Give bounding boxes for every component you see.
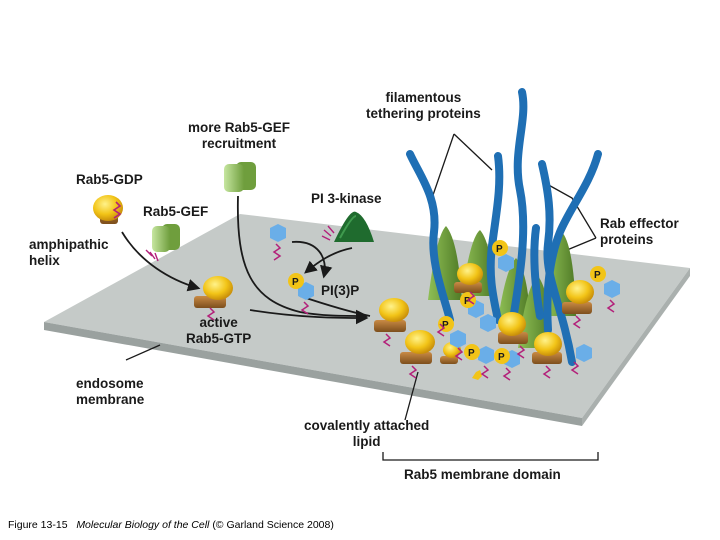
rab5-gdp xyxy=(93,195,123,224)
filament xyxy=(538,160,576,366)
label-amphipathic-helix: amphipathic helix xyxy=(29,237,109,268)
phosphate-label: P xyxy=(468,348,475,359)
phosphate-label: P xyxy=(498,352,505,363)
recruited-rab5-gef xyxy=(224,162,256,192)
label-rab5-gdp: Rab5-GDP xyxy=(76,172,143,187)
filament xyxy=(530,224,544,320)
effector-cone xyxy=(518,276,552,348)
phosphate-label: P xyxy=(464,296,471,307)
active-rab5-gtp xyxy=(194,276,233,321)
caption-title: Molecular Biology of the Cell xyxy=(76,519,210,531)
label-covalently-attached-lipid: covalently attached lipid xyxy=(304,418,430,449)
phosphate-label: P xyxy=(442,320,449,331)
rab5-gef xyxy=(145,224,180,262)
arrow-gtp-to-domain xyxy=(249,309,369,325)
rab5-gtp-unit xyxy=(454,263,483,293)
pi3p-molecule: P xyxy=(288,273,314,315)
phosphate-label: P xyxy=(594,270,601,281)
pi3p-unit: P xyxy=(494,348,520,368)
pi3p-unit xyxy=(480,314,496,332)
pi3-kinase xyxy=(321,211,374,242)
filament xyxy=(543,150,602,334)
pi-lipid xyxy=(270,224,286,261)
pi3p-unit: P xyxy=(438,316,466,348)
label-more-gef-recruitment: more Rab5-GEF recruitment xyxy=(188,120,291,151)
arrow-gdp-to-gtp xyxy=(121,231,201,292)
filament xyxy=(406,150,454,324)
figure-caption: Figure 13-15 Molecular Biology of the Ce… xyxy=(8,519,334,531)
caption-suffix: (© Garland Science 2008) xyxy=(212,519,334,531)
label-pi3-kinase: PI 3-kinase xyxy=(311,191,382,206)
leader-lines xyxy=(125,133,599,461)
domain-pi3p-units: P P P P P P xyxy=(438,240,620,380)
label-rab-effector-proteins: Rab effector proteins xyxy=(600,216,679,247)
rab5-gtp-unit xyxy=(374,298,409,347)
domain-rab5-gtp-units xyxy=(374,263,594,379)
label-filamentous-tethering-proteins: filamentous tethering proteins xyxy=(366,90,481,121)
filamentous-tethering-proteins xyxy=(406,88,602,366)
filament xyxy=(486,152,504,324)
label-rab5-membrane-domain: Rab5 membrane domain xyxy=(404,467,561,482)
rab5-gtp-unit xyxy=(498,312,528,344)
domain-lipid-anchors xyxy=(436,291,616,381)
arrow-pi-to-pi3p xyxy=(291,241,333,279)
pi3p-unit: P xyxy=(590,266,620,298)
domain-bracket xyxy=(382,452,599,461)
label-endosome-membrane: endosome membrane xyxy=(76,376,145,407)
arrow-gef-recruitment xyxy=(236,195,369,323)
caption-prefix: Figure 13-15 xyxy=(8,519,68,531)
phosphate-label: P xyxy=(496,244,503,255)
pathway-arrows xyxy=(121,195,371,325)
pi3p-unit xyxy=(472,370,482,380)
pi3p-unit xyxy=(576,344,592,362)
filament xyxy=(506,88,528,342)
label-active-rab5-gtp: active Rab5-GTP xyxy=(186,315,252,346)
label-pi3p: PI(3)P xyxy=(321,283,360,298)
rab5-gtp-unit xyxy=(562,280,594,314)
pi3p-unit: P xyxy=(464,344,494,364)
rab5-gtp-unit xyxy=(400,330,435,379)
phosphate-label: P xyxy=(292,277,299,288)
label-rab5-gef: Rab5-GEF xyxy=(143,204,209,219)
arrow-kinase xyxy=(304,247,353,274)
pi3p-unit: P xyxy=(492,240,514,272)
rab5-gtp-unit xyxy=(532,332,562,364)
